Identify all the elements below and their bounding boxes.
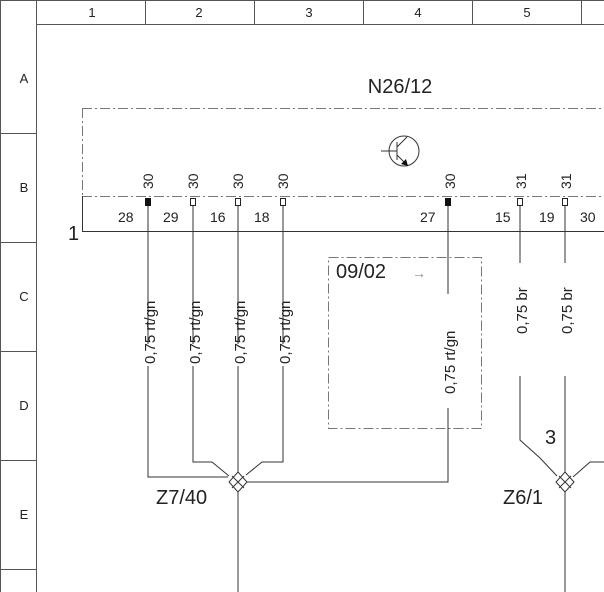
pin-bottom-label: 15 <box>495 209 511 225</box>
arrow-icon: → <box>412 265 426 281</box>
pin-top-label: 30 <box>140 173 156 189</box>
wire-label: 0,75 rt/gn <box>187 301 204 364</box>
pin-bottom-label: 27 <box>420 209 436 225</box>
pin-bottom-label: 16 <box>210 209 226 225</box>
wire-label: 0,75 rt/gn <box>232 301 249 364</box>
module-boundary <box>82 108 604 197</box>
grid-row-label: C <box>19 289 28 304</box>
pin-top-label: 31 <box>513 173 529 189</box>
pin-top-label: 30 <box>275 173 291 189</box>
inset-label: 09/02 <box>336 261 386 283</box>
pin-markers <box>145 198 568 206</box>
pin-top-label: 30 <box>442 173 458 189</box>
wire-label: 0,75 rt/gn <box>142 301 159 364</box>
pin-bottom-label: 29 <box>163 209 179 225</box>
grid-column-label: 1 <box>88 5 95 20</box>
grid-row-label: B <box>20 180 29 195</box>
grid-column-label: 2 <box>195 5 202 20</box>
grid-row-label: D <box>19 398 28 413</box>
pin-top-label: 30 <box>185 173 201 189</box>
wire-label: 0,75 br <box>514 287 531 334</box>
grid-column-label: 3 <box>305 5 312 20</box>
wire-label: 0,75 br <box>559 287 576 334</box>
junction-z6-1 <box>555 471 575 493</box>
transistor-icon <box>381 135 420 167</box>
module-marker: 1 <box>68 223 79 245</box>
wire-label: 0,75 rt/gn <box>442 331 459 394</box>
inset-box <box>328 257 482 429</box>
wire-label: 0,75 rt/gn <box>277 301 294 364</box>
junction-label-right: Z6/1 <box>503 487 543 509</box>
grid-column-label: 5 <box>523 5 530 20</box>
pin-top-label: 30 <box>230 173 246 189</box>
wires <box>147 206 604 592</box>
module-title: N26/12 <box>368 76 433 98</box>
grid-row-label: A <box>20 71 29 86</box>
pin-top-label: 31 <box>558 173 574 189</box>
grid-column-label: 4 <box>414 5 421 20</box>
junction-number: 3 <box>545 427 556 449</box>
grid-row-label: E <box>20 507 29 522</box>
pin-bottom-label: 30 <box>580 209 596 225</box>
pin-bottom-label: 18 <box>254 209 270 225</box>
pin-bottom-label: 28 <box>118 209 134 225</box>
junction-z7-40 <box>228 471 248 493</box>
junction-label-left: Z7/40 <box>156 487 207 509</box>
pin-bottom-label: 19 <box>539 209 555 225</box>
